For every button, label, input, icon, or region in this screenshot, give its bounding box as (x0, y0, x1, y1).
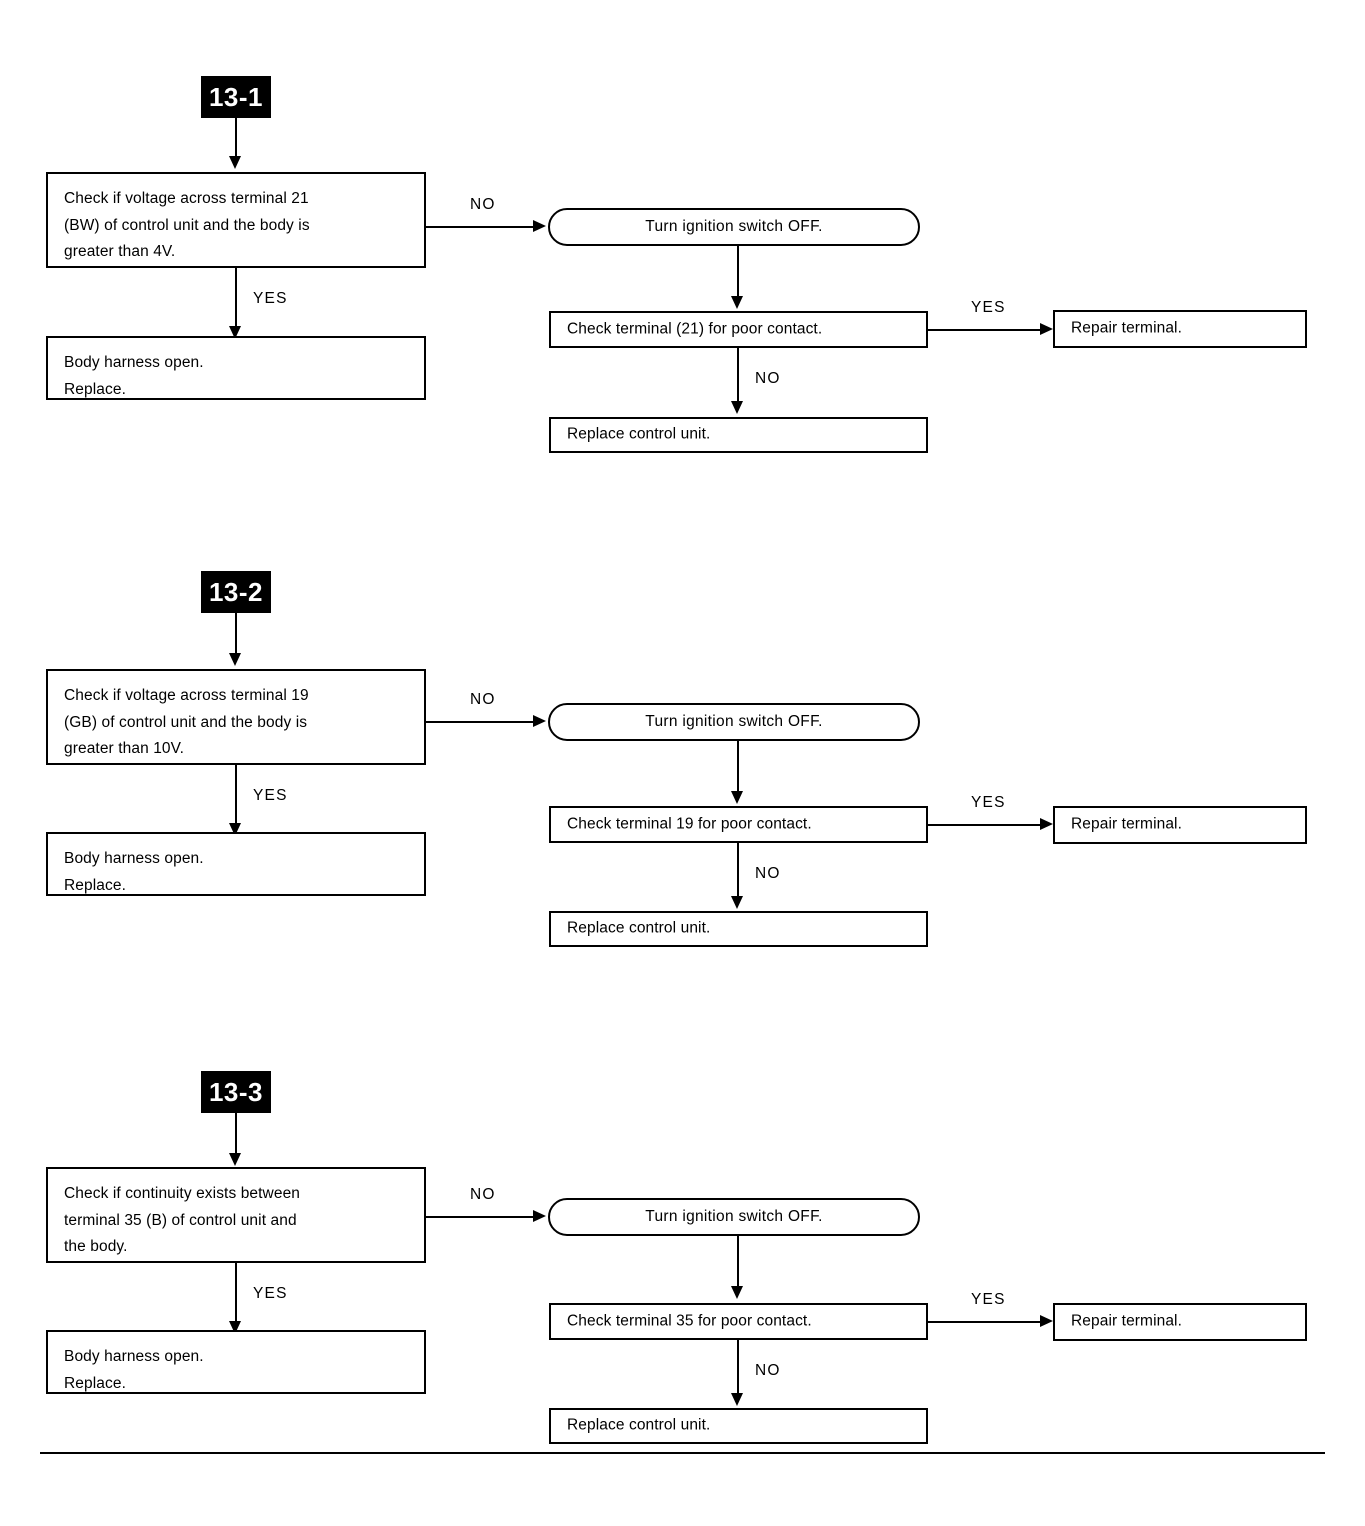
arrowhead-check-yes-3 (1040, 1315, 1053, 1327)
yes-outcome-box-1: Body harness open. Replace. (46, 336, 426, 400)
repair-terminal-text-2: Repair terminal. (1071, 815, 1183, 833)
arrowhead-chip-to-question-2 (229, 653, 241, 666)
branch-label-check-no-1: NO (755, 370, 781, 387)
connector-no-3 (426, 1216, 536, 1218)
branch-label-check-yes-3: YES (971, 1291, 1006, 1308)
question-text-2: Check if voltage across terminal 19 (GB)… (64, 687, 309, 758)
check-terminal-box-1: Check terminal (21) for poor contact. (549, 311, 928, 348)
yes-outcome-box-2: Body harness open. Replace. (46, 832, 426, 896)
connector-check-yes-3 (928, 1321, 1043, 1323)
check-terminal-box-2: Check terminal 19 for poor contact. (549, 806, 928, 843)
connector-chip-to-question-3 (235, 1113, 237, 1155)
repair-terminal-box-2: Repair terminal. (1053, 806, 1307, 844)
connector-check-no-3 (737, 1340, 739, 1395)
branch-label-check-no-3: NO (755, 1362, 781, 1379)
check-terminal-text-1: Check terminal (21) for poor contact. (567, 320, 823, 338)
arrowhead-no-2 (533, 715, 546, 727)
section-chip-13-2: 13-2 (201, 571, 271, 613)
terminator-text-3: Turn ignition switch OFF. (645, 1208, 823, 1225)
repair-terminal-box-3: Repair terminal. (1053, 1303, 1307, 1341)
repair-terminal-box-1: Repair terminal. (1053, 310, 1307, 348)
arrowhead-check-no-1 (731, 401, 743, 414)
connector-chip-to-question-2 (235, 613, 237, 655)
branch-label-no-1: NO (470, 196, 496, 213)
connector-check-no-1 (737, 348, 739, 403)
arrowhead-check-yes-2 (1040, 818, 1053, 830)
connector-check-yes-2 (928, 824, 1043, 826)
arrowhead-check-no-3 (731, 1393, 743, 1406)
yes-outcome-text-1: Body harness open. Replace. (64, 354, 204, 398)
footer-divider (40, 1452, 1325, 1454)
check-terminal-box-3: Check terminal 35 for poor contact. (549, 1303, 928, 1340)
connector-terminator-to-check-3 (737, 1236, 739, 1288)
terminator-box-3: Turn ignition switch OFF. (548, 1198, 920, 1236)
arrowhead-no-1 (533, 220, 546, 232)
check-terminal-text-3: Check terminal 35 for poor contact. (567, 1312, 812, 1330)
connector-check-no-2 (737, 843, 739, 898)
arrowhead-terminator-to-check-3 (731, 1286, 743, 1299)
arrowhead-check-yes-1 (1040, 323, 1053, 335)
arrowhead-terminator-to-check-1 (731, 296, 743, 309)
yes-outcome-text-2: Body harness open. Replace. (64, 850, 204, 894)
replace-control-unit-box-1: Replace control unit. (549, 417, 928, 453)
connector-yes-2 (235, 765, 237, 827)
question-box-2: Check if voltage across terminal 19 (GB)… (46, 669, 426, 765)
terminator-text-2: Turn ignition switch OFF. (645, 713, 823, 730)
arrowhead-check-no-2 (731, 896, 743, 909)
terminator-box-2: Turn ignition switch OFF. (548, 703, 920, 741)
yes-outcome-text-3: Body harness open. Replace. (64, 1348, 204, 1392)
terminator-box-1: Turn ignition switch OFF. (548, 208, 920, 246)
connector-yes-1 (235, 268, 237, 330)
check-terminal-text-2: Check terminal 19 for poor contact. (567, 815, 812, 833)
terminator-text-1: Turn ignition switch OFF. (645, 218, 823, 235)
question-box-1: Check if voltage across terminal 21 (BW)… (46, 172, 426, 268)
branch-label-check-no-2: NO (755, 865, 781, 882)
question-text-3: Check if continuity exists between termi… (64, 1185, 301, 1256)
question-box-3: Check if continuity exists between termi… (46, 1167, 426, 1263)
replace-control-unit-text-2: Replace control unit. (567, 919, 711, 937)
yes-outcome-box-3: Body harness open. Replace. (46, 1330, 426, 1394)
branch-label-yes-2: YES (253, 787, 288, 804)
replace-control-unit-box-3: Replace control unit. (549, 1408, 928, 1444)
connector-check-yes-1 (928, 329, 1043, 331)
repair-terminal-text-3: Repair terminal. (1071, 1312, 1183, 1330)
replace-control-unit-text-3: Replace control unit. (567, 1416, 711, 1434)
section-chip-13-3: 13-3 (201, 1071, 271, 1113)
replace-control-unit-text-1: Replace control unit. (567, 425, 711, 443)
branch-label-check-yes-1: YES (971, 299, 1006, 316)
section-chip-13-1: 13-1 (201, 76, 271, 118)
question-text-1: Check if voltage across terminal 21 (BW)… (64, 190, 310, 261)
connector-terminator-to-check-2 (737, 741, 739, 793)
branch-label-yes-1: YES (253, 290, 288, 307)
connector-yes-3 (235, 1263, 237, 1325)
repair-terminal-text-1: Repair terminal. (1071, 319, 1183, 337)
connector-no-1 (426, 226, 536, 228)
arrowhead-chip-to-question-3 (229, 1153, 241, 1166)
arrowhead-no-3 (533, 1210, 546, 1222)
branch-label-no-3: NO (470, 1186, 496, 1203)
branch-label-check-yes-2: YES (971, 794, 1006, 811)
arrowhead-chip-to-question-1 (229, 156, 241, 169)
arrowhead-terminator-to-check-2 (731, 791, 743, 804)
connector-terminator-to-check-1 (737, 246, 739, 298)
branch-label-no-2: NO (470, 691, 496, 708)
connector-no-2 (426, 721, 536, 723)
branch-label-yes-3: YES (253, 1285, 288, 1302)
replace-control-unit-box-2: Replace control unit. (549, 911, 928, 947)
arrowhead-yes-1 (229, 326, 241, 339)
connector-chip-to-question-1 (235, 118, 237, 158)
